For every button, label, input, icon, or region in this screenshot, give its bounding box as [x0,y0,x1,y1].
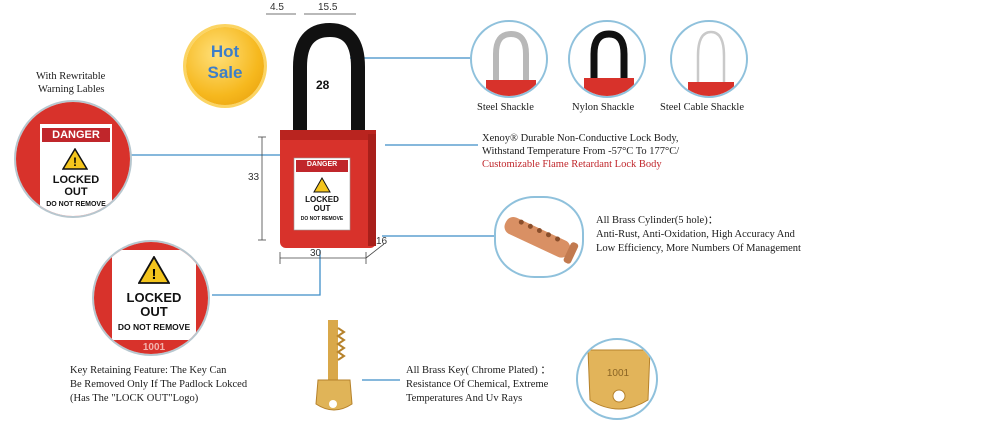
brass-key-line3: Temperatures And Uv Rays [406,393,523,404]
cylinder-callout-line2: Anti-Rust, Anti-Oxidation, High Accuracy… [596,229,795,240]
lock-tag-danger: DANGER [306,161,338,168]
nylon-shackle-label: Nylon Shackle [572,102,635,113]
tag-number: 1001 [142,342,166,353]
locked-out-tag-circle: ! LOCKED OUT DO NOT REMOVE 1001 [92,240,210,356]
dimension-depth: 16 [376,236,388,247]
hot-label: Hot [210,42,240,61]
steel-shackle-circle [470,20,548,98]
nylon-shackle-circle [568,20,646,98]
brass-cylinder-circle [494,196,584,278]
labels-callout-line2: Warning Lables [38,84,105,95]
brass-key-line2: Resistance Of Chemical, Extreme [406,379,549,390]
label-out-text: OUT [64,186,88,198]
sale-label: Sale [207,63,243,82]
hot-sale-badge: Hot Sale [186,27,264,105]
brass-key-image [315,320,353,411]
dimension-shackle: 28 [316,78,330,92]
key-retaining-line3: (Has The "LOCK OUT"Logo) [70,393,199,404]
tag-do-not-remove-text: DO NOT REMOVE [117,322,191,332]
main-padlock-image [280,22,376,248]
dimension-width: 30 [310,248,322,259]
tag-locked-text: LOCKED [126,290,182,305]
body-callout-line2: Withstand Temperature From -57°C To 177°… [482,146,680,157]
brass-key-line1: All Brass Key( Chrome Plated) ： [406,365,551,376]
svg-text:!: ! [73,155,77,169]
warning-triangle-icon: ! [62,148,88,170]
labels-callout-line1: With Rewritable [36,71,106,82]
lock-tag-locked: LOCKED [305,195,339,204]
dimension-top-left: 4.5 [270,2,284,13]
cylinder-callout-line3: Low Efficiency, More Numbers Of Manageme… [596,243,801,254]
dimension-top-right: 15.5 [318,2,338,13]
label-danger-text: DANGER [42,128,110,142]
lock-tag-out: OUT [313,204,331,213]
body-callout-line3: Customizable Flame Retardant Lock Body [482,159,662,170]
key-retaining-line1: Key Retaining Feature: The Key Can [70,365,227,376]
steel-shackle-label: Steel Shackle [477,102,534,113]
cylinder-callout-line1: All Brass Cylinder(5 hole)： [596,215,719,226]
steel-cable-shackle-label: Steel Cable Shackle [660,102,744,113]
warning-triangle-icon: ! [138,256,170,284]
dimension-height: 33 [248,172,260,183]
rewritable-label-circle: DANGER ! LOCKED OUT DO NOT REMOVE [14,100,132,218]
label-locked-text: LOCKED [52,174,100,186]
body-callout-line1: Xenoy® Durable Non-Conductive Lock Body, [482,133,679,144]
key-retaining-line2: Be Removed Only If The Padlock Lokced [70,379,248,390]
key-head-circle: 1001 [576,338,658,420]
label-do-not-remove-text: DO NOT REMOVE [46,201,106,208]
lock-tag-do-not-remove: DO NOT REMOVE [300,216,344,222]
key-stamp: 1001 [606,368,630,379]
tag-out-text: OUT [140,304,168,319]
steel-cable-shackle-circle [670,20,748,98]
svg-text:!: ! [152,266,157,283]
